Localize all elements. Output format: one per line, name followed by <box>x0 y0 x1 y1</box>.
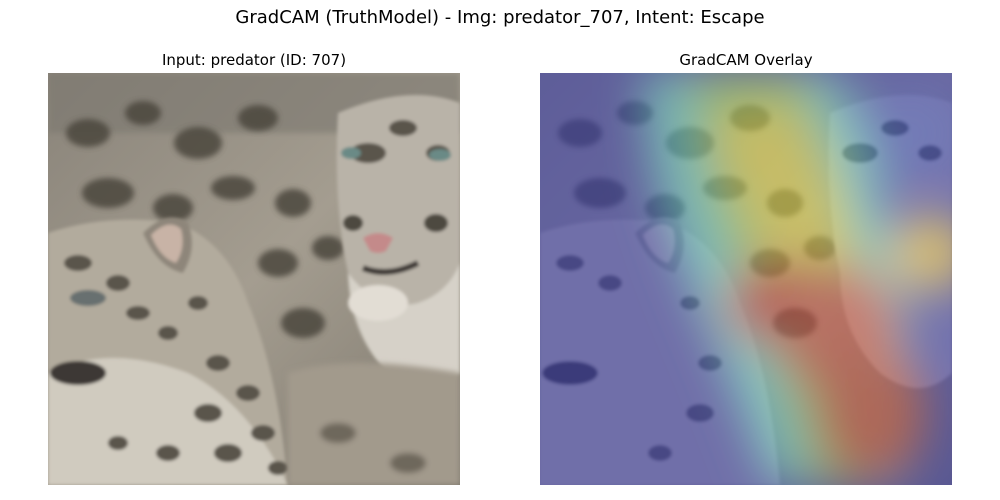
input-image <box>48 73 460 485</box>
figure-title: GradCAM (TruthModel) - Img: predator_707… <box>235 7 765 28</box>
overlay-panel-title: GradCAM Overlay <box>679 51 813 69</box>
input-panel-title: Input: predator (ID: 707) <box>161 51 347 69</box>
gradcam-overlay-image <box>540 73 952 485</box>
gradcam-heatmap <box>540 73 952 485</box>
